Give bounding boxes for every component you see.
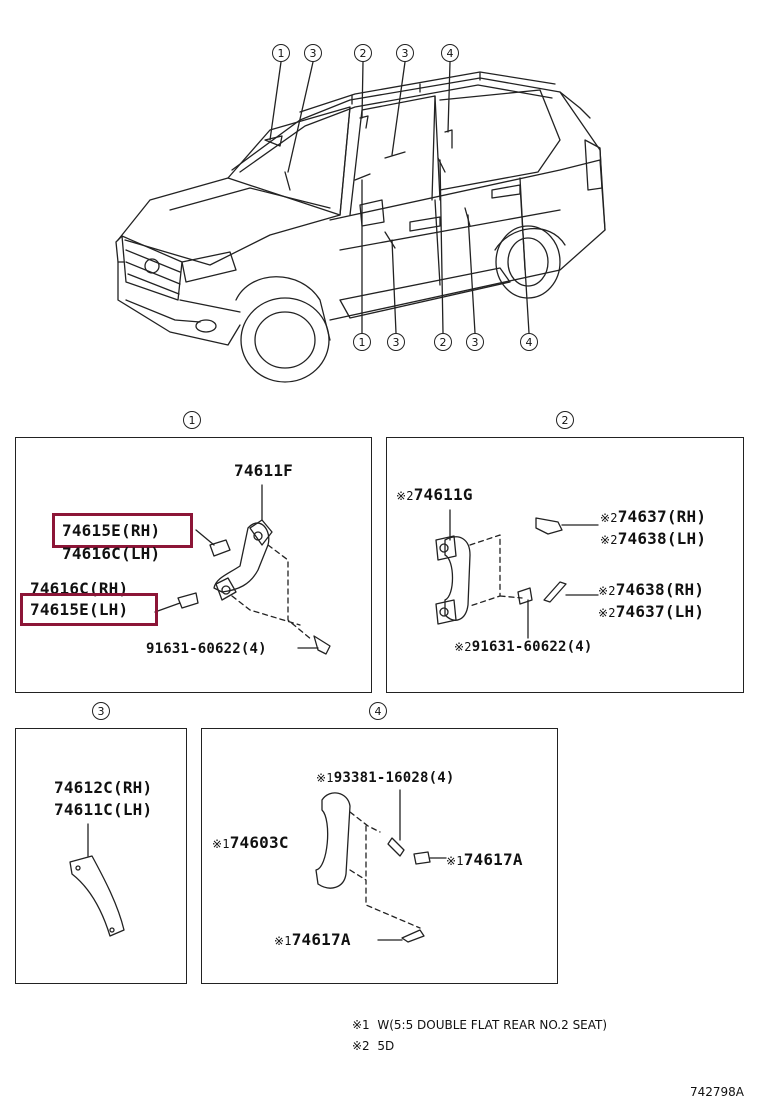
part-number-label[interactable]: 74611C(LH) [54, 800, 153, 819]
section2-header: 2 [556, 411, 574, 429]
section3-panel [15, 728, 187, 984]
footnote-2: ※2 5D [352, 1039, 394, 1053]
callout-circle: 3 [396, 44, 414, 62]
part-number-label[interactable]: 74617A [463, 850, 523, 869]
note-mark: ※1 [352, 1018, 370, 1032]
part-number-label[interactable]: 91631-60622(4) [471, 639, 593, 655]
figure-reference: 742798A [690, 1085, 745, 1099]
callout-circle: 3 [387, 333, 405, 351]
part-number-label[interactable]: 74612C(RH) [54, 778, 153, 797]
note-mark: ※1 [212, 837, 230, 851]
note-mark: ※1 [274, 934, 292, 948]
highlight-box [52, 513, 193, 548]
note-mark: ※2 [352, 1039, 370, 1053]
note-text: W(5:5 DOUBLE FLAT REAR NO.2 SEAT) [377, 1018, 608, 1032]
part-number-label[interactable]: 74611G [413, 485, 473, 504]
section4-part-drawing [315, 789, 447, 943]
note-mark: ※2 [454, 640, 472, 654]
highlight-box [20, 593, 158, 626]
section2-panel [386, 437, 744, 693]
note-mark: ※2 [600, 511, 618, 525]
section1-part-drawing [154, 484, 331, 655]
part-number-label[interactable]: 91631-60622(4) [146, 641, 267, 657]
note-text: 5D [377, 1039, 395, 1053]
part-number-label[interactable]: 74638(RH) [615, 580, 705, 599]
callout-circle: 2 [434, 333, 452, 351]
callout-circle: 3 [304, 44, 322, 62]
callout-circle: 1 [353, 333, 371, 351]
part-number-label[interactable]: 74615E(LH) [30, 600, 129, 619]
section4-panel [201, 728, 558, 984]
vehicle-illustration [115, 61, 606, 383]
section2-part-drawing [435, 509, 599, 639]
section4-header: 4 [369, 702, 387, 720]
part-number-label[interactable]: 74616C(LH) [62, 544, 161, 563]
part-number-label[interactable]: 74637(LH) [615, 602, 705, 621]
part-number-label[interactable]: 74615E(RH) [62, 521, 161, 540]
footnote-1: ※1 W(5:5 DOUBLE FLAT REAR NO.2 SEAT) [352, 1018, 607, 1032]
note-mark: ※2 [600, 533, 618, 547]
note-mark: ※1 [446, 854, 464, 868]
part-number-label[interactable]: 74611F [234, 461, 293, 480]
callout-circle: 4 [520, 333, 538, 351]
callout-circle: 4 [441, 44, 459, 62]
part-number-label[interactable]: 93381-16028(4) [333, 770, 455, 786]
part-number-label[interactable]: 74638(LH) [617, 529, 707, 548]
note-mark: ※1 [316, 771, 334, 785]
part-number-label[interactable]: 74617A [291, 930, 351, 949]
part-number-label[interactable]: 74603C [229, 833, 289, 852]
section3-header: 3 [92, 702, 110, 720]
callout-circle: 2 [354, 44, 372, 62]
section1-header: 1 [183, 411, 201, 429]
callout-circle: 3 [466, 333, 484, 351]
note-mark: ※2 [598, 606, 616, 620]
section1-panel [15, 437, 372, 693]
callout-circle: 1 [272, 44, 290, 62]
section3-part-drawing [69, 823, 125, 937]
part-number-label[interactable]: 74637(RH) [617, 507, 707, 526]
note-mark: ※2 [396, 489, 414, 503]
note-mark: ※2 [598, 584, 616, 598]
